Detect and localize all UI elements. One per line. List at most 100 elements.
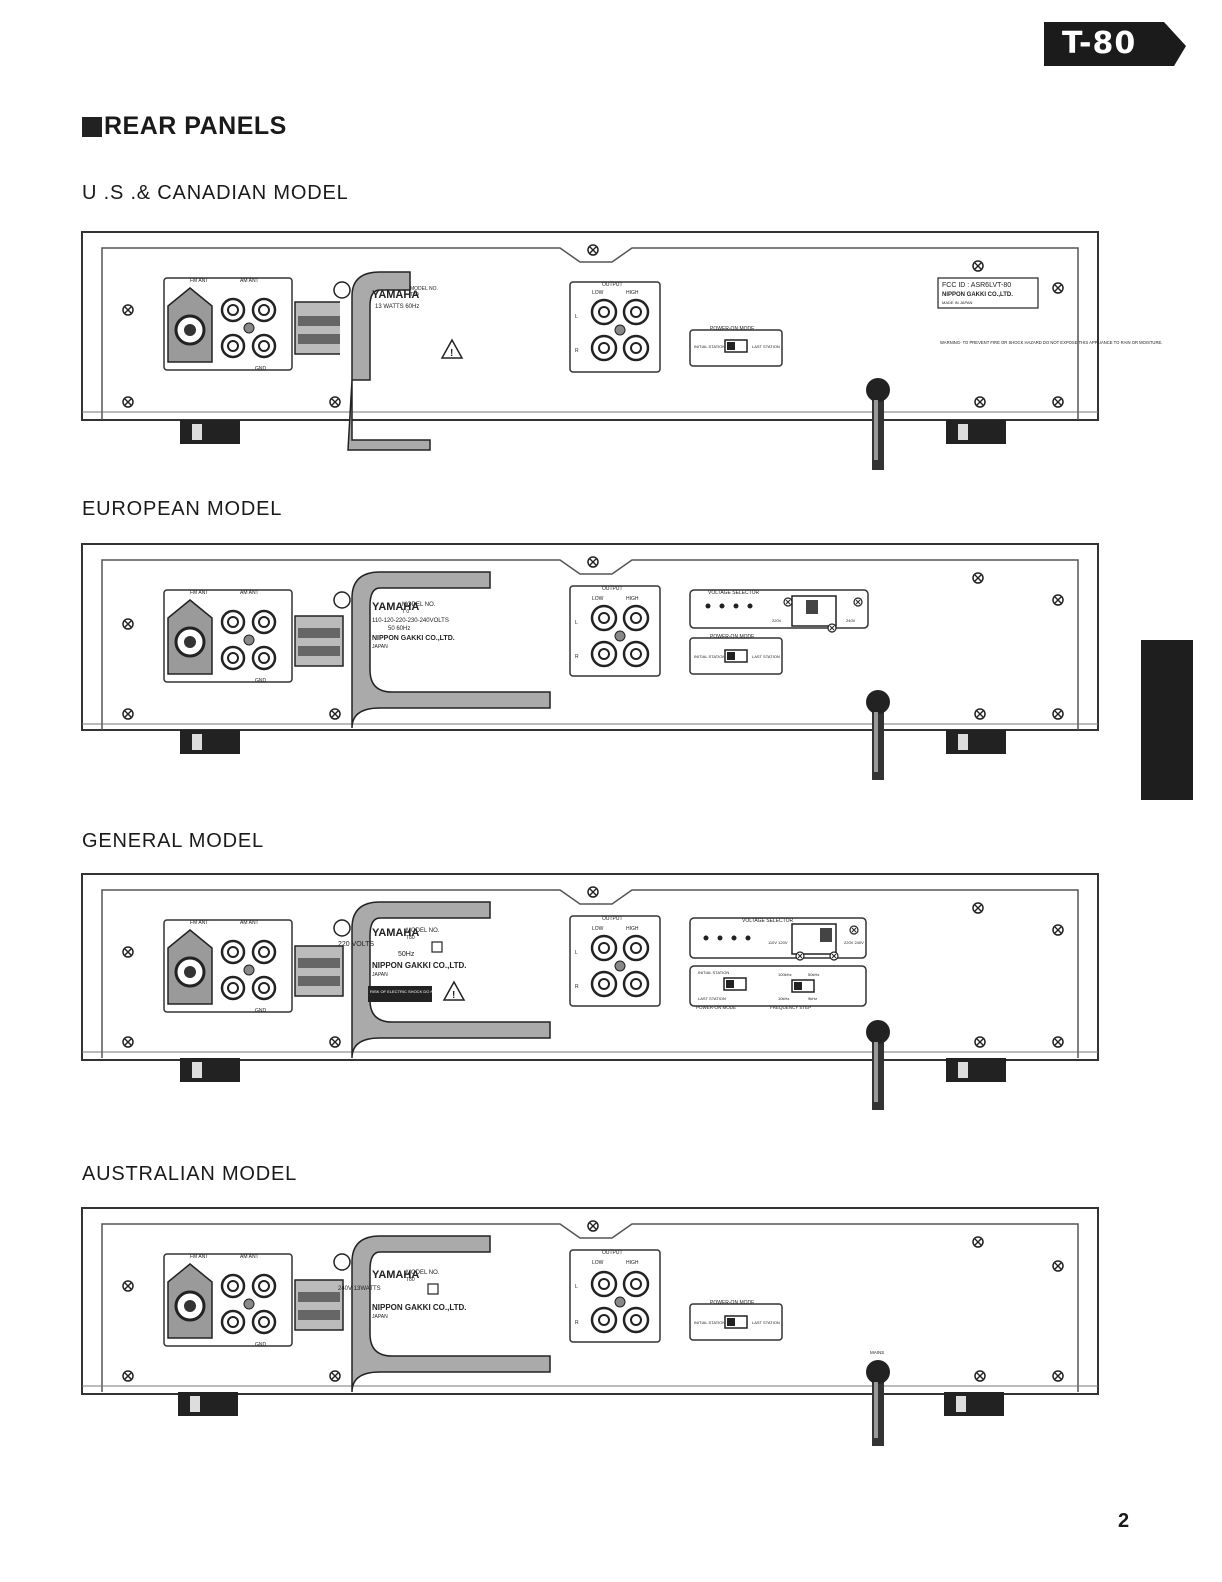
output-r-label: R [575, 1320, 579, 1326]
power-spec: 110-120-220-230-240VOLTS [372, 618, 449, 624]
voltage-selector: VOLTAGE SELECTOR 220V 240V [689, 589, 869, 633]
power-cord [866, 1360, 890, 1446]
screw-icon [587, 556, 599, 568]
origin-label: JAPAN [372, 972, 388, 978]
power-spec: 220 VOLTS [338, 941, 374, 948]
model-value: T80 [406, 1277, 415, 1283]
am-ant-label: AM ANT [240, 1254, 259, 1260]
initial-station-label: INITIAL STATION [698, 970, 729, 975]
fm-ant-label: FM ANT [190, 1254, 208, 1260]
rear-panel-eu: FM ANT AM ANT GND YAMAHA MODEL NO. T 0 1… [80, 542, 1100, 787]
am-ant-label: AM ANT [240, 590, 259, 596]
svg-text:!: ! [450, 348, 453, 359]
output-jacks: OUTPUT LOW HIGH L R [569, 281, 661, 373]
power-on-mode-title: POWER-ON MODE [696, 1005, 736, 1010]
label-plate: YAMAHA MODEL NO. T80 220 VOLTS 50Hz NIPP… [333, 901, 551, 1059]
screw-icon [1052, 1260, 1064, 1272]
fm-ant-label: FM ANT [190, 278, 208, 284]
output-jacks: OUTPUT LOW HIGH L R [569, 1249, 661, 1343]
rear-panel-au: FM ANT AM ANT GND YAMAHA MODEL NO. T80 2… [80, 1206, 1100, 1451]
foot [944, 1392, 1004, 1416]
output-title: OUTPUT [602, 586, 623, 592]
fcc-origin: MADE IN JAPAN [942, 300, 972, 305]
screw-icon [329, 1036, 341, 1048]
output-jacks: OUTPUT LOW HIGH L R [569, 585, 661, 677]
logo-icon [333, 281, 351, 299]
page-title: REAR PANELS [82, 112, 287, 141]
foot [946, 1058, 1006, 1082]
voltage-selector-title: VOLTAGE SELECTOR [742, 918, 794, 924]
voltage-option-1: 110V 120V [768, 940, 788, 945]
output-title: OUTPUT [602, 916, 623, 922]
label-plate: YAMAHA MODEL NO. T80 13 WATTS 60Hz ! [333, 271, 464, 451]
screw-icon [972, 902, 984, 914]
antenna-terminals: FM ANT AM ANT GND [163, 1253, 293, 1348]
am-ant-label: AM ANT [240, 278, 259, 284]
label-plate: YAMAHA MODEL NO. T 0 110-120-220-230-240… [333, 571, 551, 729]
mains-label: MAINS [870, 1350, 884, 1355]
warning-triangle-icon: ! [440, 338, 464, 359]
screw-icon [587, 1220, 599, 1232]
output-low-label: LOW [592, 926, 604, 932]
screw-icon [122, 304, 134, 316]
warning-text: WARNING- TO PREVENT FIRE OR SHOCK HAZARD… [940, 340, 1162, 345]
power-cord [866, 378, 890, 470]
model-heading-us: U .S .& CANADIAN MODEL [82, 182, 349, 204]
output-r-label: R [575, 348, 579, 354]
frequency-spec: 50Hz [398, 951, 415, 958]
double-insulation-icon [431, 941, 443, 953]
maker-label: NIPPON GAKKI CO.,LTD. [372, 1303, 467, 1312]
screw-icon [1052, 1036, 1064, 1048]
foot [946, 730, 1006, 754]
fcc-id: FCC ID : ASR6LVT-80 [942, 282, 1011, 289]
power-on-mode: POWER-ON MODE INITIAL STATION LAST STATI… [689, 1300, 783, 1341]
origin-label: JAPAN [372, 1314, 388, 1320]
model-value: T80 [406, 935, 415, 941]
power-on-mode: POWER-ON MODE INITIAL STATION LAST STATI… [689, 326, 783, 367]
model-no-label: MODEL NO. [406, 1270, 440, 1276]
voltage-switch [294, 615, 344, 667]
title-square-icon [82, 116, 102, 137]
output-l-label: L [575, 314, 578, 320]
screw-icon [1052, 1370, 1064, 1382]
double-insulation-icon [427, 1283, 439, 1295]
power-on-mode: POWER-ON MODE INITIAL STATION LAST STATI… [689, 634, 783, 675]
initial-station-label: INITIAL STATION [694, 344, 725, 349]
logo-icon [333, 1253, 351, 1271]
model-value: T 0 [402, 609, 409, 615]
output-low-label: LOW [592, 290, 604, 296]
antenna-terminals: FM ANT AM ANT GND [163, 277, 293, 372]
screw-icon [587, 886, 599, 898]
screw-icon [122, 396, 134, 408]
page-title-text: REAR PANELS [104, 112, 287, 140]
screw-icon [122, 1036, 134, 1048]
foot [180, 1058, 240, 1082]
model-no-label: MODEL NO. [402, 602, 436, 608]
model-heading-general: GENERAL MODEL [82, 830, 264, 852]
screw-icon [1052, 594, 1064, 606]
power-cord [866, 690, 890, 780]
origin-label: JAPAN [372, 644, 388, 650]
output-high-label: HIGH [626, 596, 639, 602]
model-heading-eu: EUROPEAN MODEL [82, 498, 283, 520]
last-station-label: LAST STATION [752, 1320, 780, 1325]
shock-warning: RISK OF ELECTRIC SHOCK DO NOT OPEN [370, 989, 451, 994]
voltage-selector: VOLTAGE SELECTOR 110V 120V 220V 240V [689, 917, 867, 961]
brand-label: YAMAHA [372, 927, 419, 939]
output-r-label: R [575, 984, 579, 990]
screw-icon [972, 260, 984, 272]
power-spec: 13 WATTS 60Hz [375, 304, 419, 310]
power-on-mode-title: POWER-ON MODE [710, 326, 755, 332]
maker-label: NIPPON GAKKI CO.,LTD. [372, 635, 455, 642]
am-ant-label: AM ANT [240, 920, 259, 926]
output-title: OUTPUT [602, 282, 623, 288]
antenna-terminals: FM ANT AM ANT GND [163, 919, 293, 1014]
screw-icon [972, 572, 984, 584]
freq-step-b: 50kHz [808, 972, 819, 977]
freq-step-d: 9kHz [808, 996, 817, 1001]
voltage-selector-title: VOLTAGE SELECTOR [708, 590, 760, 596]
output-low-label: LOW [592, 1260, 604, 1266]
output-high-label: HIGH [626, 290, 639, 296]
fcc-maker: NIPPON GAKKI CO.,LTD. [942, 292, 1013, 298]
foot [946, 420, 1006, 444]
